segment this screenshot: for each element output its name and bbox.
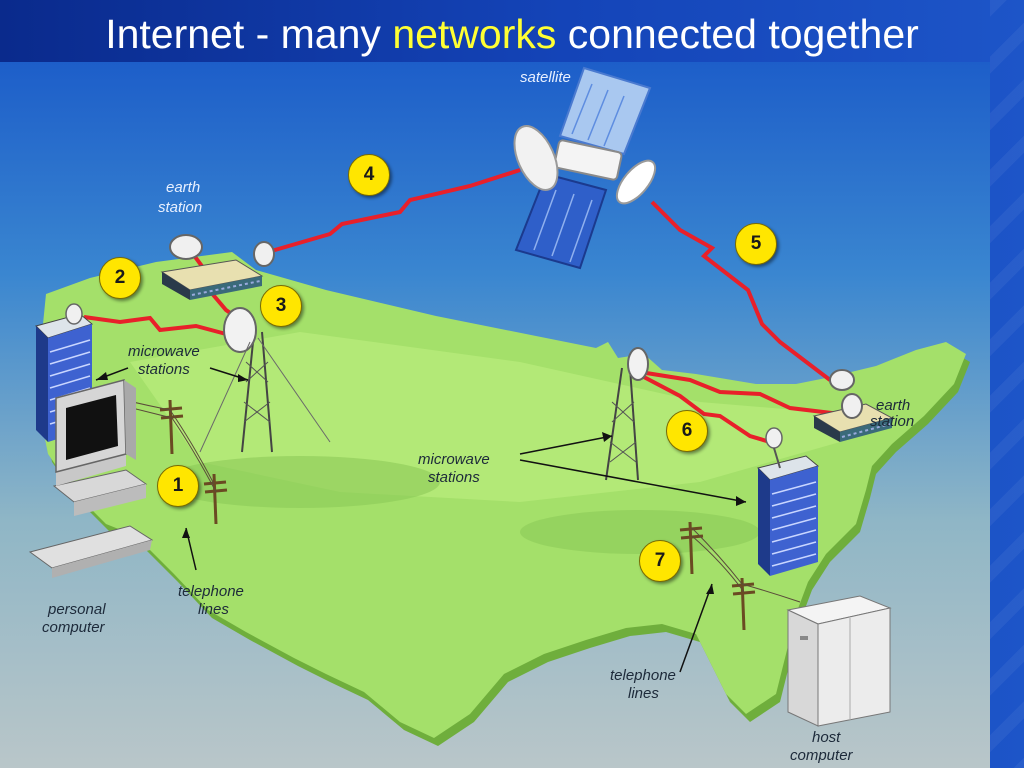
microwave-tower-west-icon bbox=[199, 307, 331, 453]
telephone-east-label-1: telephone bbox=[610, 667, 676, 684]
earth-station-west-label-1: earth bbox=[166, 179, 201, 196]
signal-link-6b bbox=[641, 374, 771, 444]
personal-computer-label-1: personal bbox=[48, 601, 106, 618]
satellite-label: satellite bbox=[520, 69, 571, 86]
microwave-tower-east-icon bbox=[605, 347, 649, 481]
step-badge-4: 4 bbox=[348, 154, 390, 196]
office-building-east-icon bbox=[757, 427, 820, 576]
signal-link-6a bbox=[639, 370, 841, 416]
step-badge-1: 1 bbox=[157, 465, 199, 507]
satellite-icon bbox=[513, 66, 657, 270]
host-computer-label-1: host bbox=[812, 729, 841, 746]
slide-title: Internet - many networks connected toget… bbox=[0, 8, 1024, 60]
personal-computer-label-2: computer bbox=[42, 619, 105, 636]
microwave-east-label-1: microwave bbox=[418, 451, 490, 468]
telephone-west-label-2: lines bbox=[198, 601, 229, 618]
diagram-illustration bbox=[28, 66, 970, 746]
step-badge-3: 3 bbox=[260, 285, 302, 327]
host-computer-icon bbox=[786, 595, 892, 727]
telephone-wires-east bbox=[691, 527, 801, 603]
host-computer-label-2: computer bbox=[790, 747, 853, 764]
step-badge-7: 7 bbox=[639, 540, 681, 582]
title-highlight: networks bbox=[392, 11, 557, 57]
step-badge-2: 2 bbox=[99, 257, 141, 299]
background-stripe bbox=[990, 0, 1024, 768]
microwave-east-label-2: stations bbox=[428, 469, 480, 486]
arrow-heads bbox=[96, 372, 746, 594]
earth-station-west-label-2: station bbox=[158, 199, 203, 216]
ground-shadow bbox=[160, 456, 440, 508]
step-badge-5: 5 bbox=[735, 223, 777, 265]
network-diagram: satellite earth station earth station mi… bbox=[0, 62, 990, 768]
signal-link-4 bbox=[267, 168, 521, 254]
earth-station-east-icon bbox=[812, 369, 894, 442]
telephone-pole-east-icon bbox=[679, 521, 756, 631]
telephone-east-label-2: lines bbox=[628, 685, 659, 702]
microwave-west-label-1: microwave bbox=[128, 343, 200, 360]
title-part-1: Internet - many bbox=[105, 11, 393, 57]
earth-station-west-icon bbox=[160, 234, 275, 300]
title-part-2: connected together bbox=[556, 11, 919, 57]
microwave-west-label-2: stations bbox=[138, 361, 190, 378]
ground-shadow bbox=[520, 510, 760, 554]
personal-computer-icon bbox=[28, 379, 154, 578]
signal-link-5 bbox=[650, 200, 832, 382]
signal-link-2 bbox=[83, 315, 227, 336]
earth-station-east-label-2: station bbox=[870, 413, 915, 430]
earth-station-east-label-1: earth bbox=[876, 397, 911, 414]
telephone-west-label-1: telephone bbox=[178, 583, 244, 600]
step-badge-6: 6 bbox=[666, 410, 708, 452]
